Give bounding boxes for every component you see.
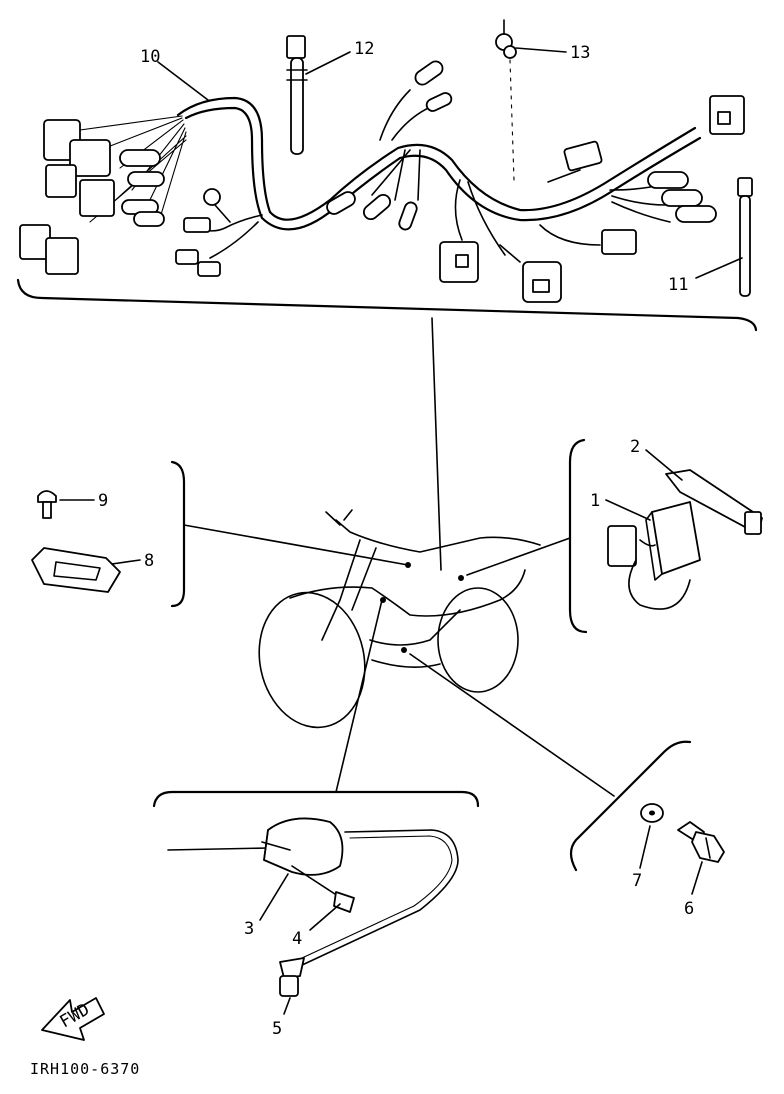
bottom-group-leader — [335, 599, 383, 793]
left-group-bracket — [170, 460, 186, 608]
left-parts-group: 9 8 — [31, 460, 409, 608]
callout-label-10: 10 — [140, 47, 160, 67]
right-parts-group: 2 1 — [466, 437, 763, 634]
band-2 — [665, 469, 763, 535]
unit-1 — [607, 501, 701, 610]
harness-connector-cluster-left — [19, 119, 165, 275]
callout-leader-11 — [695, 257, 743, 279]
holder-8 — [31, 547, 121, 593]
right-group-bracket — [568, 438, 588, 634]
callout-label-6: 6 — [684, 899, 694, 919]
bottom-parts-group: 3 4 5 — [152, 599, 480, 1039]
callout-label-2: 2 — [630, 437, 640, 457]
callout-label-5: 5 — [272, 1019, 282, 1039]
callout-label-1: 1 — [590, 491, 600, 511]
callout-label-4: 4 — [292, 929, 302, 949]
ring-terminal — [203, 188, 221, 206]
callout-label-3: 3 — [244, 919, 254, 939]
harness-group-bracket — [16, 278, 758, 332]
bottom-group-bracket — [152, 790, 480, 808]
screw-9 — [37, 490, 57, 519]
callout-leader-12 — [305, 51, 351, 75]
bolt-6 — [677, 821, 725, 863]
callout-label-8: 8 — [144, 551, 154, 571]
callout-leader-10 — [157, 61, 209, 101]
harness-trunk — [176, 96, 697, 221]
wire-harness-group: 12 13 11 10 — [16, 19, 758, 571]
plug-cap-5 — [279, 957, 305, 997]
cable-tie-12 — [286, 35, 308, 155]
callout-label-12: 12 — [354, 39, 374, 59]
callout-label-9: 9 — [98, 491, 108, 511]
callout-leader-13 — [515, 47, 567, 53]
callout-label-7: 7 — [632, 871, 642, 891]
screw-4 — [291, 865, 355, 913]
cable-tie-11 — [737, 177, 753, 297]
harness-leader-line — [431, 317, 442, 571]
callout-label-13: 13 — [570, 43, 590, 63]
right-group-leader — [466, 537, 571, 576]
bottom-right-group-leader — [409, 653, 615, 797]
coil-3 — [261, 817, 344, 876]
forward-direction-arrow: FWD — [41, 997, 105, 1041]
wire-band-13 — [495, 19, 517, 181]
bottom-right-group-bracket — [569, 740, 692, 872]
drawing-code: IRH100-6370 — [30, 1060, 140, 1078]
washer-7 — [640, 803, 664, 823]
left-group-leader — [183, 524, 409, 566]
callout-label-11: 11 — [668, 275, 688, 295]
bottom-right-parts-group: 7 6 — [409, 653, 725, 919]
